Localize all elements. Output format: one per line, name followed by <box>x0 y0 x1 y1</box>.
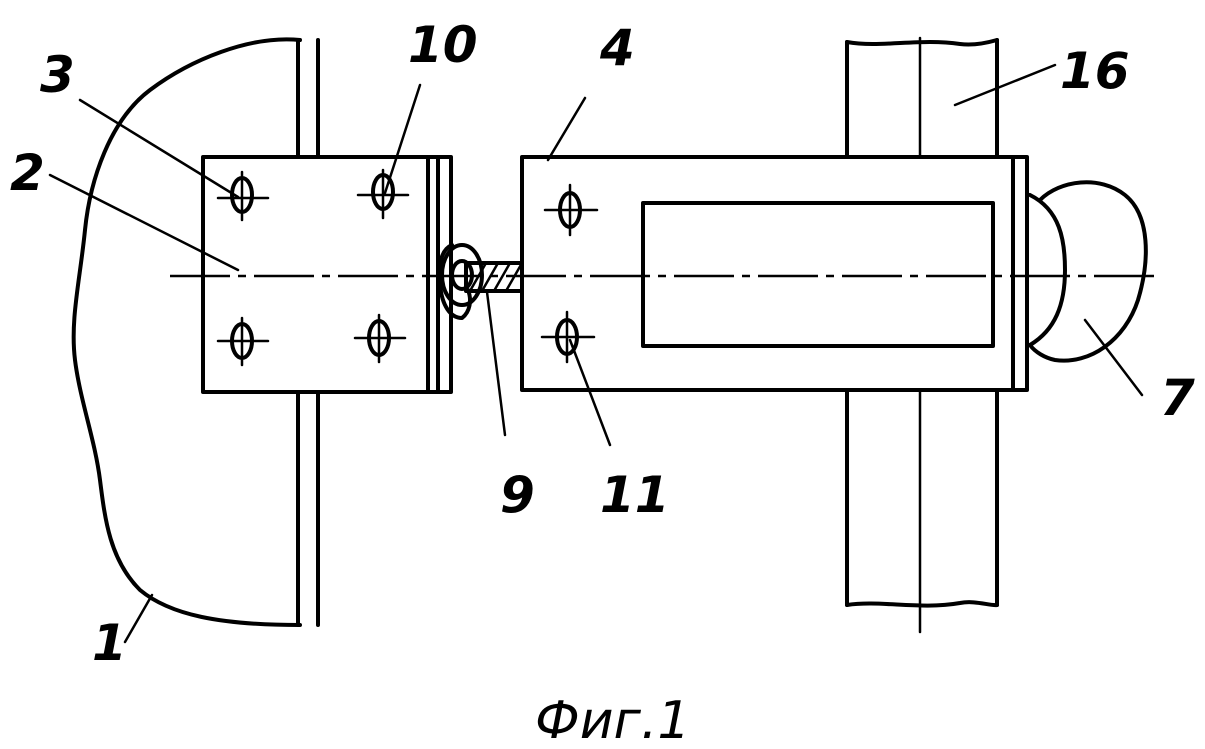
knob-7 <box>1030 182 1146 360</box>
leader-lines <box>50 65 1142 642</box>
figure-caption: Фиг.1 <box>535 691 691 749</box>
label-1: 1 <box>92 614 127 672</box>
label-11: 11 <box>600 466 670 524</box>
body-outline-part-1 <box>74 39 300 625</box>
housing-window <box>643 203 993 346</box>
label-3: 3 <box>40 46 75 104</box>
column-16 <box>847 38 997 632</box>
label-7: 7 <box>1160 369 1195 427</box>
hole-group-right <box>542 185 597 362</box>
label-10: 10 <box>408 16 478 74</box>
label-9: 9 <box>500 466 535 524</box>
housing-block-4 <box>522 157 1027 390</box>
label-16: 16 <box>1060 42 1130 100</box>
hole-group-left <box>218 170 408 365</box>
label-2: 2 <box>10 144 45 202</box>
label-4: 4 <box>599 19 635 77</box>
